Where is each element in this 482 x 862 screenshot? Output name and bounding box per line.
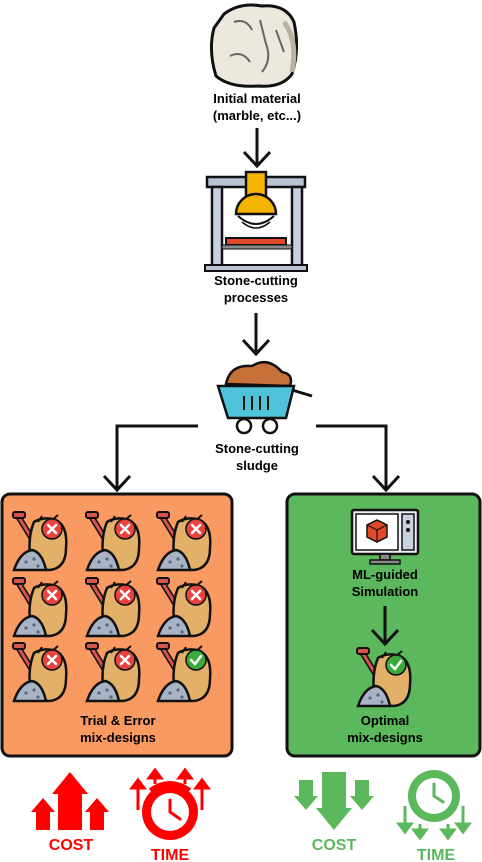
cost-up-arrows-icon [31,772,109,830]
trial-cost-label: COST [49,837,94,854]
initial-material-label-line1: Initial material [213,91,300,106]
cutting-label-line2: processes [224,290,288,305]
branch-arrow-left [102,424,198,493]
branch-arrow-right [316,424,401,493]
optimal-label-line1: Optimal [361,713,409,728]
stone-cutting-machine-icon [204,170,308,272]
cost-down-arrows-icon [294,772,374,830]
ml-sim-label-line1: ML-guided [352,567,418,582]
arrow-down-2 [241,313,271,357]
trial-label-line1: Trial & Error [80,713,155,728]
computer-3d-model-icon [350,508,420,565]
trial-error-sack-grid [13,512,210,701]
arrow-down-ml [370,606,400,647]
wheelbarrow-sludge-icon [216,360,313,435]
stone-block-icon [209,3,299,88]
trial-time-label: TIME [151,847,190,862]
clock-up-icon [129,767,211,840]
clock-down-icon [396,770,472,841]
arrow-down-1 [242,128,272,169]
sludge-label-line2: sludge [236,458,278,473]
ml-time-label: TIME [417,847,456,862]
sludge-label-line1: Stone-cutting [215,441,299,456]
cutting-label-line1: Stone-cutting [214,273,298,288]
trial-label-line2: mix-designs [80,730,156,745]
optimal-label-line2: mix-designs [347,730,423,745]
initial-material-label-line2: (marble, etc...) [213,108,301,123]
ml-cost-label: COST [312,837,357,854]
ml-sim-label-line2: Simulation [352,584,419,599]
